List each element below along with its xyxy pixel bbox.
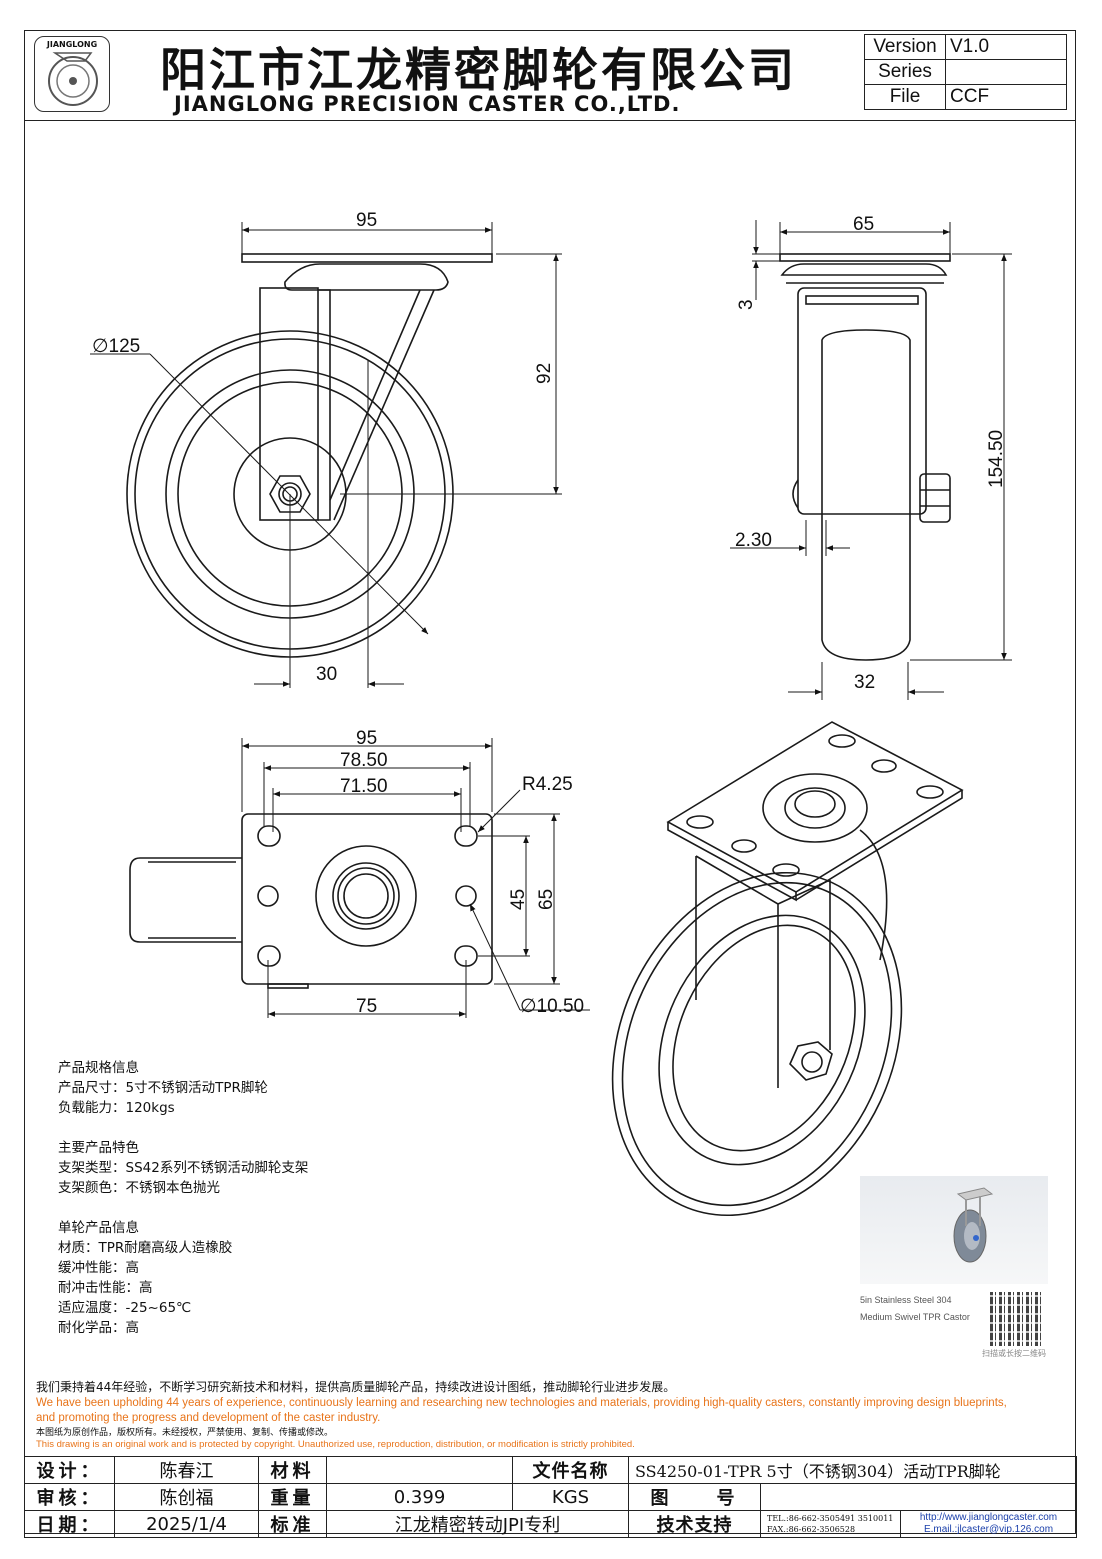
- front-view-dimensions: [730, 220, 1012, 700]
- dim-side-height: 92: [534, 363, 555, 384]
- caster-logo-icon: [48, 52, 98, 106]
- dim-hole-span-outer: 78.50: [340, 750, 388, 771]
- weight-unit: KGS: [512, 1483, 629, 1511]
- dim-plate-width: 95: [356, 728, 377, 749]
- drawing-no-label: 图 号: [628, 1483, 761, 1511]
- dim-front-width: 65: [853, 214, 874, 235]
- dim-plate-thickness: 3: [736, 299, 757, 310]
- dim-hole-spacing: 45: [508, 889, 529, 910]
- side-view: [126, 253, 493, 658]
- website-link[interactable]: http://www.jianglongcaster.com: [919, 1512, 1058, 1523]
- weight-label: 重量: [258, 1483, 327, 1511]
- drawing-no: [760, 1483, 1077, 1511]
- reviewer: 陈创福: [114, 1483, 259, 1511]
- spec-section-2: 主要产品特色: [58, 1140, 139, 1156]
- copyright-en: This drawing is an original work and is …: [36, 1439, 635, 1450]
- spec-impact: 耐冲击性能：高: [58, 1280, 153, 1296]
- contact-phone: TEL.:86-662-3505491 3510011 FAX.:86-662-…: [760, 1510, 901, 1538]
- dim-wheel-width: 32: [854, 672, 875, 693]
- filename-label: 文件名称: [512, 1456, 629, 1484]
- dim-hole-diameter: ∅10.50: [520, 996, 584, 1017]
- designer: 陈春江: [114, 1456, 259, 1484]
- copyright-cn: 本图纸为原创作品，版权所有。未经授权，严禁使用、复制、传播或修改。: [36, 1428, 334, 1438]
- design-label: 设计：: [24, 1456, 115, 1484]
- version-label: Version: [864, 34, 946, 60]
- dim-side-width: 95: [356, 210, 377, 231]
- spec-size: 产品尺寸：5寸不锈钢活动TPR脚轮: [58, 1080, 268, 1096]
- spec-material: 材质：TPR耐磨高级人造橡胶: [58, 1240, 233, 1256]
- date-label: 日期：: [24, 1510, 115, 1538]
- standard: 江龙精密转动JPI专利: [326, 1510, 629, 1538]
- support-label: 技术支持: [628, 1510, 761, 1538]
- dim-hole-span-inner: 71.50: [340, 776, 388, 797]
- dim-wheel-diameter: ∅125: [92, 336, 140, 357]
- top-view-dimensions: [241, 738, 590, 1018]
- isometric-view: [611, 721, 964, 1217]
- spec-section-3: 单轮产品信息: [58, 1220, 139, 1236]
- fax: FAX.:86-662-3506528: [767, 1525, 856, 1534]
- front-view: [779, 253, 951, 661]
- caster-render-icon: [953, 1187, 994, 1263]
- top-view: [129, 813, 493, 989]
- company-name-cn: 阳江市江龙精密脚轮有限公司: [160, 43, 797, 97]
- logo-text: JIANGLONG: [46, 40, 98, 49]
- series-label: Series: [864, 59, 946, 85]
- spec-section-1: 产品规格信息: [58, 1060, 139, 1076]
- dim-gap: 2.30: [735, 530, 772, 551]
- product-specs: 产品规格信息 产品尺寸：5寸不锈钢活动TPR脚轮 负载能力：120kgs 主要产…: [58, 1058, 308, 1338]
- thumbnail-caption: 5in Stainless Steel 304 Medium Swivel TP…: [860, 1295, 970, 1322]
- date: 2025/1/4: [114, 1510, 259, 1538]
- company-name-en: JIANGLONG PRECISION CASTER CO.,LTD.: [174, 92, 681, 116]
- dim-corner-radius: R4.25: [522, 774, 573, 795]
- spec-chemical: 耐化学品：高: [58, 1320, 139, 1336]
- header-divider: [24, 120, 1076, 121]
- weight-value: 0.399: [326, 1483, 513, 1511]
- spec-cushion: 缓冲性能：高: [58, 1260, 139, 1276]
- dim-offset: 30: [316, 664, 337, 685]
- qr-caption: 扫描或长按二维码: [982, 1349, 1046, 1358]
- filename: SS4250-01-TPR 5寸（不锈钢304）活动TPR脚轮: [628, 1456, 1077, 1484]
- product-render-image: [860, 1176, 1048, 1284]
- review-label: 审核：: [24, 1483, 115, 1511]
- side-view-dimensions: [90, 222, 562, 688]
- file-value: CCF: [945, 84, 1067, 110]
- note-en-1: We have been upholding 44 years of exper…: [36, 1397, 1007, 1409]
- tel: TEL.:86-662-3505491 3510011: [767, 1514, 894, 1523]
- standard-label: 标准: [258, 1510, 327, 1538]
- file-label: File: [864, 84, 946, 110]
- dimension-labels: 95 92 ∅125 30 65 3 154.50 2.30 32 95 78.…: [92, 210, 1007, 1017]
- spec-bracket-color: 支架颜色：不锈钢本色抛光: [58, 1180, 220, 1196]
- spec-temperature: 适应温度：-25~65℃: [58, 1300, 192, 1316]
- note-en-2: and promoting the progress and developme…: [36, 1412, 381, 1424]
- email-link[interactable]: E.mail.:jlcaster@vip.126.com: [923, 1524, 1054, 1535]
- spec-load: 负载能力：120kgs: [58, 1100, 175, 1116]
- title-block: 设计： 陈春江 材料 文件名称 SS4250-01-TPR 5寸（不锈钢304）…: [24, 1456, 1077, 1538]
- spec-bracket-type: 支架类型：SS42系列不锈钢活动脚轮支架: [58, 1160, 309, 1176]
- note-cn: 我们秉持着44年经验，不断学习研究新技术和材料，提供高质量脚轮产品，持续改进设计…: [36, 1380, 676, 1394]
- material-value: [326, 1456, 513, 1484]
- contact-web: http://www.jianglongcaster.com E.mail.:j…: [900, 1510, 1077, 1538]
- product-thumbnail[interactable]: 5in Stainless Steel 304 Medium Swivel TP…: [852, 1168, 1052, 1364]
- dim-hole-x: 75: [356, 996, 377, 1017]
- dim-total-height: 154.50: [986, 430, 1007, 488]
- dim-plate-height: 65: [536, 889, 557, 910]
- company-logo: JIANGLONG: [34, 36, 110, 112]
- material-label: 材料: [258, 1456, 327, 1484]
